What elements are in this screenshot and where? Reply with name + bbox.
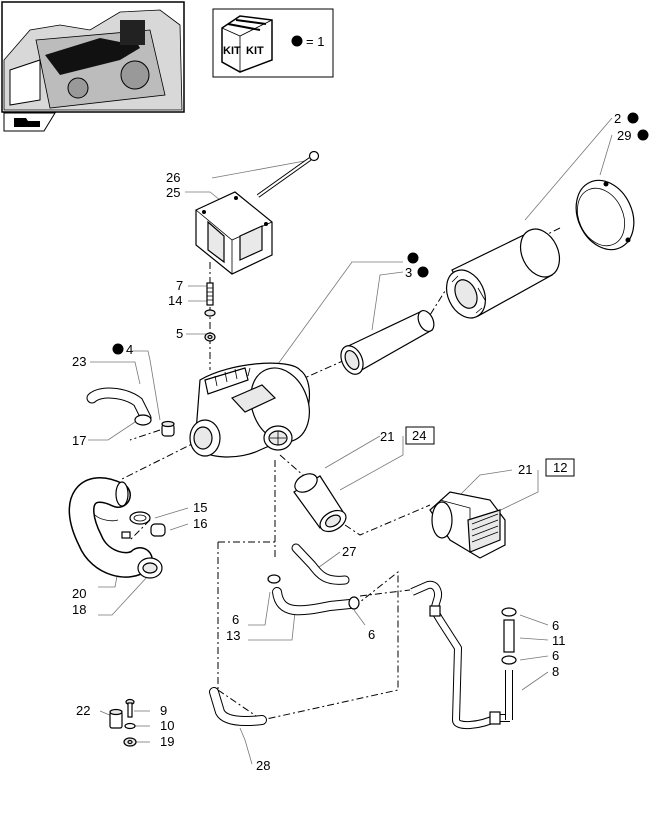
callout-25: 25 [166, 185, 180, 200]
hose-13[interactable] [272, 587, 355, 616]
callout-labels: 2 29 3 4 26 25 7 14 5 23 17 21 21 15 16 … [72, 111, 631, 773]
clamp-15[interactable] [129, 511, 151, 525]
callout-15: 15 [193, 500, 207, 515]
drain-pipe[interactable] [410, 580, 510, 729]
navigation-tab[interactable] [3, 112, 56, 132]
stud-7[interactable] [206, 282, 214, 306]
outlet-grille [263, 425, 293, 451]
assembly-lines [119, 155, 561, 721]
bracket-25[interactable] [195, 191, 273, 275]
kit-dot-2 [627, 112, 639, 124]
callout-23: 23 [72, 354, 86, 369]
callout-8: 8 [552, 664, 559, 679]
callout-20: 20 [72, 586, 86, 601]
callout-29: 29 [617, 128, 631, 143]
clip-6-d[interactable] [501, 655, 517, 665]
callout-4: 4 [126, 342, 133, 357]
washer-10[interactable] [124, 722, 136, 730]
nut-19[interactable] [123, 737, 137, 747]
clip-6-a[interactable] [267, 574, 281, 584]
callout-14: 14 [168, 293, 182, 308]
callout-6-a: 6 [232, 612, 239, 627]
callout-6-b: 6 [368, 627, 375, 642]
callout-21-sleeve: 21 [380, 429, 394, 444]
callout-6-d: 6 [552, 648, 559, 663]
ref-box-24[interactable]: 24 [405, 426, 435, 445]
callout-28: 28 [256, 758, 270, 773]
callout-17: 17 [72, 433, 86, 448]
callout-2: 2 [614, 111, 621, 126]
safety-element-3[interactable] [337, 308, 437, 378]
bolt-9[interactable] [125, 698, 135, 718]
pre-cleaner-21[interactable] [429, 491, 506, 559]
ref-box-12[interactable]: 12 [545, 458, 575, 477]
callout-5: 5 [176, 326, 183, 341]
kit-legend: KIT KIT = 1 [212, 8, 334, 78]
kit-dot-29 [637, 129, 649, 141]
nut-5[interactable] [204, 332, 216, 342]
cap-16[interactable] [150, 523, 166, 537]
kit-dot-3 [417, 266, 429, 278]
clamp-17[interactable] [134, 414, 152, 426]
hose-23[interactable] [86, 387, 152, 424]
callout-18: 18 [72, 602, 86, 617]
callout-21-precleaner: 21 [518, 462, 532, 477]
callout-27: 27 [342, 544, 356, 559]
kit-dot-upper-3 [407, 252, 419, 264]
kit-box-icon: KIT KIT [221, 15, 273, 73]
callout-6-c: 6 [552, 618, 559, 633]
end-cover-29[interactable] [565, 171, 644, 259]
clip-6-c[interactable] [501, 607, 517, 617]
plug-4[interactable] [161, 420, 175, 437]
callout-26: 26 [166, 170, 180, 185]
rubber-sleeve-21[interactable] [292, 470, 350, 536]
svg-text:12: 12 [553, 460, 567, 475]
washer-14[interactable] [204, 309, 216, 317]
svg-text:24: 24 [412, 428, 426, 443]
callout-9: 9 [160, 703, 167, 718]
callout-7: 7 [176, 278, 183, 293]
callout-10: 10 [160, 718, 174, 733]
tube-11[interactable] [503, 619, 515, 653]
leader-lines [88, 117, 613, 765]
elbow-hose-20[interactable] [68, 477, 153, 578]
hose-27[interactable] [291, 543, 350, 585]
spacer-22[interactable] [109, 708, 123, 729]
bolt-26[interactable] [256, 150, 320, 198]
kit-dot-4 [112, 343, 124, 355]
clip-6-b[interactable] [348, 596, 360, 610]
callout-3: 3 [405, 265, 412, 280]
flange-18[interactable] [137, 557, 163, 579]
kit-dot-icon [291, 35, 303, 47]
hose-28[interactable] [209, 687, 267, 726]
engine-thumbnail[interactable] [1, 1, 185, 113]
kit-label-left: KIT [223, 45, 241, 57]
callout-16: 16 [193, 516, 207, 531]
callout-19: 19 [160, 734, 174, 749]
callout-13: 13 [226, 628, 240, 643]
callout-22: 22 [76, 703, 90, 718]
main-element-2[interactable] [439, 223, 567, 325]
air-filter-housing[interactable] [189, 360, 319, 458]
callout-11: 11 [552, 633, 566, 648]
kit-label-right: KIT [246, 45, 264, 57]
kit-equals-text: = 1 [306, 34, 324, 49]
